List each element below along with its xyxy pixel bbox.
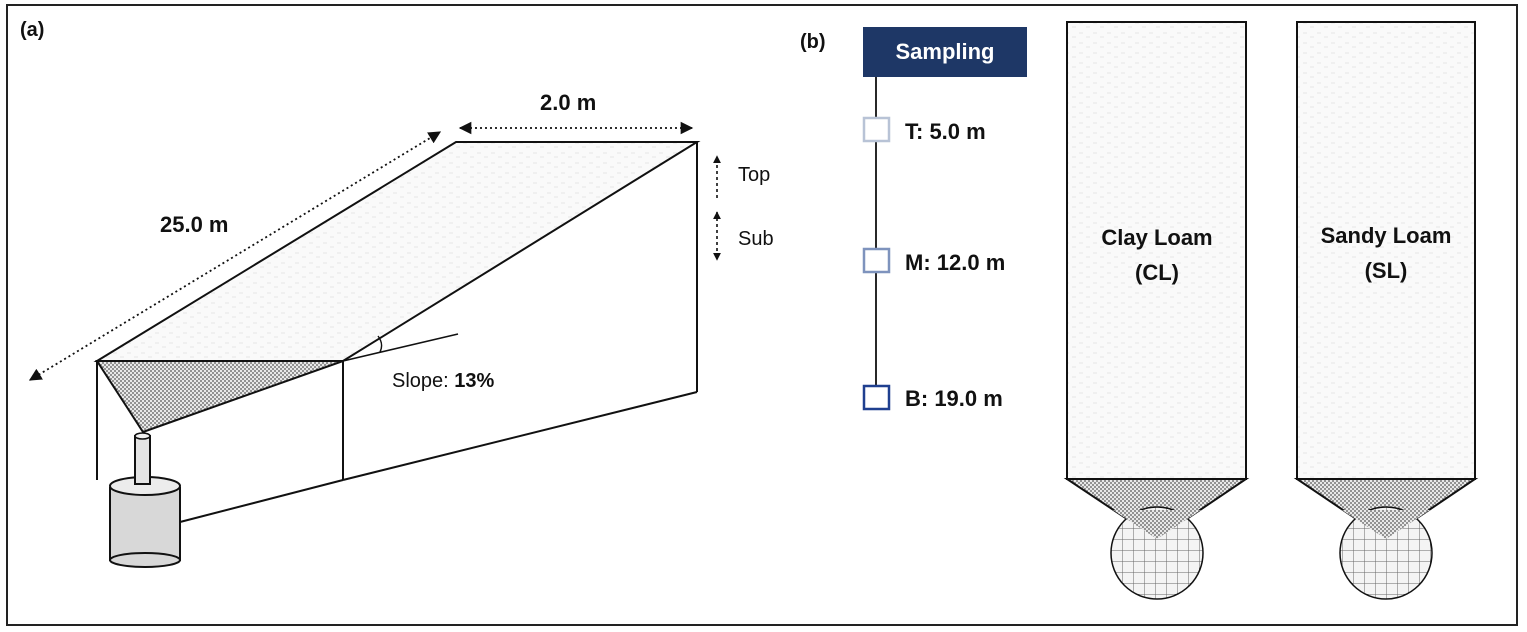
sandy-loam-collector — [1339, 506, 1433, 600]
right-bottom-edge — [342, 391, 698, 481]
slope-label: Slope: 13% — [392, 370, 495, 392]
soil-column-sandy-loam: Sandy Loam (SL) — [1293, 21, 1479, 600]
panel-a: (a) 2.0 m 25.0 m Top Sub — [20, 19, 774, 568]
sub-label: Sub — [738, 228, 774, 250]
sampling-point-bottom: B: 19.0 m — [862, 384, 1003, 411]
marker-middle — [862, 247, 891, 274]
clay-loam-collector — [1110, 506, 1204, 600]
sampling-label-bottom: B: 19.0 m — [905, 386, 1003, 411]
length-label: 25.0 m — [160, 212, 229, 237]
sandy-loam-abbr: (SL) — [1365, 258, 1408, 283]
sampling-point-middle: M: 12.0 m — [862, 247, 1005, 275]
collection-bucket — [109, 432, 181, 568]
bottom-edge — [179, 479, 344, 523]
marker-top — [862, 116, 891, 143]
drain-pipe — [134, 435, 151, 485]
sampling-label-middle: M: 12.0 m — [905, 250, 1005, 275]
gutter-funnel — [95, 360, 344, 434]
marker-bottom — [862, 384, 891, 411]
sampling-title: Sampling — [895, 39, 994, 64]
panel-a-label: (a) — [20, 19, 44, 41]
panel-b-label: (b) — [800, 31, 826, 53]
top-label: Top — [738, 164, 770, 186]
sampling-header — [863, 27, 1027, 77]
sandy-loam-label: Sandy Loam — [1321, 223, 1452, 248]
slope-reference-line — [342, 333, 459, 362]
sandy-loam-body — [1296, 21, 1476, 480]
plot-top-surface — [93, 141, 701, 362]
clay-loam-label: Clay Loam — [1101, 225, 1212, 250]
sampling-point-top: T: 5.0 m — [862, 116, 986, 144]
sampling-label-top: T: 5.0 m — [905, 119, 986, 144]
panel-b: (b) Sampling T: 5.0 m M: 12.0 m B: 19.0 … — [800, 21, 1479, 600]
clay-loam-body — [1066, 21, 1247, 480]
slope-angle-arc — [377, 335, 383, 353]
width-label: 2.0 m — [540, 90, 596, 115]
clay-loam-abbr: (CL) — [1135, 260, 1179, 285]
soil-column-clay-loam: Clay Loam (CL) — [1063, 21, 1250, 600]
